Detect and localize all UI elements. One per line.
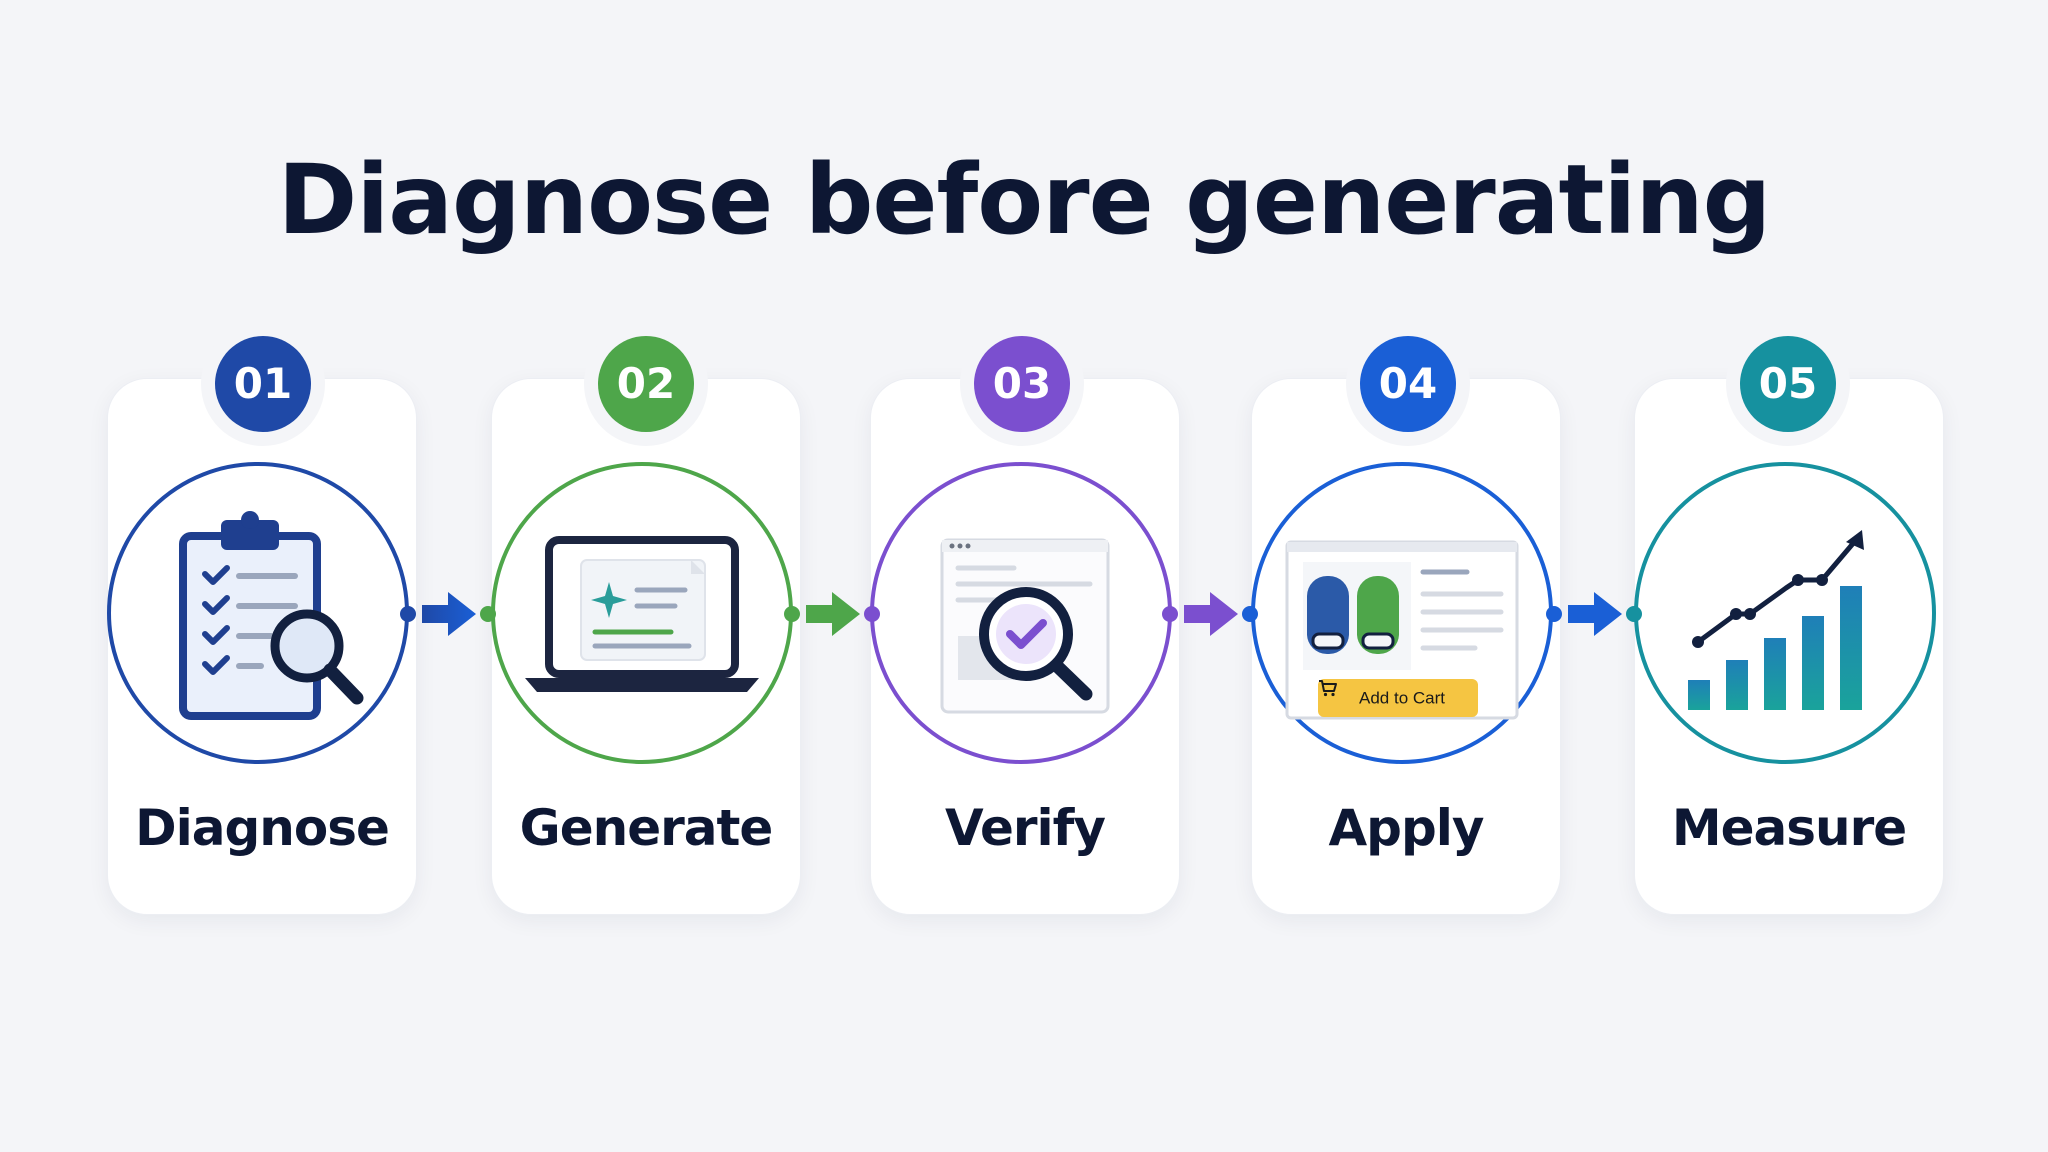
step-ring-measure [1634, 462, 1936, 764]
product-page-icon [1285, 540, 1519, 720]
step-label-generate: Generate [519, 799, 774, 857]
step-number-badge-02: 02 [598, 336, 694, 432]
step-label-diagnose: Diagnose [135, 799, 390, 857]
growth-chart-icon [1688, 530, 1864, 710]
add-to-cart-label: Add to Cart [1359, 688, 1445, 708]
step-label-apply: Apply [1328, 799, 1484, 857]
step-number-badge-01: 01 [215, 336, 311, 432]
step-ring-diagnose [107, 462, 409, 764]
laptop-sparkle-icon [525, 536, 759, 692]
step-number-badge-03: 03 [974, 336, 1070, 432]
browser-check-magnifier-icon [940, 538, 1110, 714]
step-ring-verify [870, 462, 1172, 764]
connector-arrow-4-5 [1546, 592, 1642, 636]
step-number-badge-05: 05 [1740, 336, 1836, 432]
step-ring-generate [491, 462, 793, 764]
step-label-measure: Measure [1671, 799, 1907, 857]
connector-arrow-3-4 [1162, 592, 1258, 636]
connector-arrow-1-2 [400, 592, 496, 636]
clipboard-magnifier-icon [179, 511, 364, 720]
page-title: Diagnose before generating [277, 144, 1772, 256]
step-ring-apply: Add to Cart [1251, 462, 1553, 764]
step-number-badge-04: 04 [1360, 336, 1456, 432]
connector-arrow-2-3 [784, 592, 880, 636]
step-label-verify: Verify [944, 799, 1106, 857]
add-to-cart-button[interactable]: Add to Cart [1318, 679, 1478, 717]
